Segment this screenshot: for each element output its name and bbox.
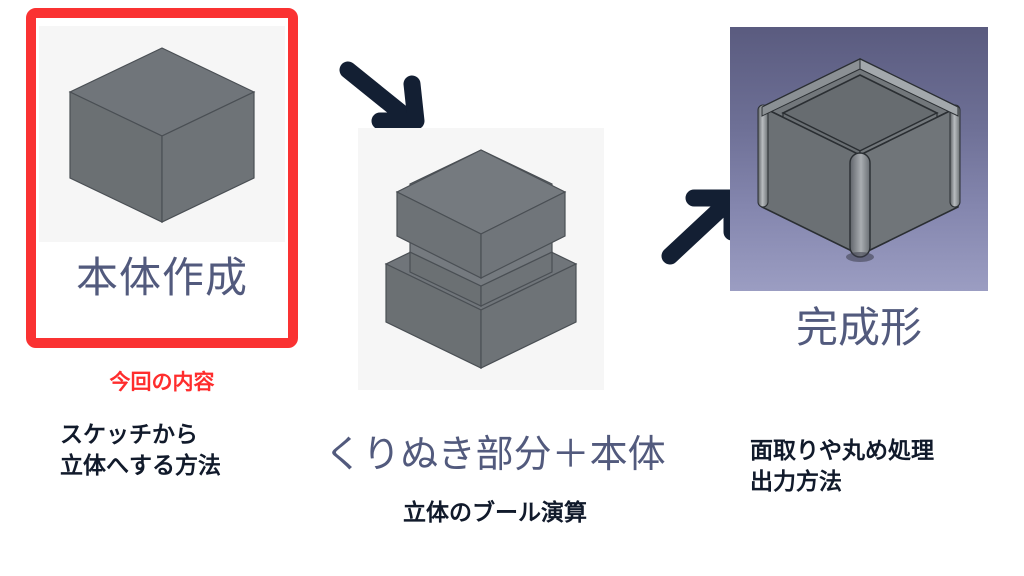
step-1-model-viewport (39, 26, 285, 242)
step-3-model-viewport (730, 27, 988, 291)
step-1-description: スケッチから 立体へする方法 (60, 422, 221, 479)
step-3-description: 面取りや丸め処理 出力方法 (750, 438, 934, 495)
cube-with-slab-icon (384, 149, 578, 369)
step-2-description: 立体のブール演算 (403, 500, 587, 526)
step-1-title: 本体作成 (75, 253, 248, 302)
step-2-title: くりぬき部分＋本体 (324, 432, 666, 476)
arrow-down-right-icon (339, 61, 425, 130)
step-1-badge: 今回の内容 (109, 370, 215, 394)
solid-cube-icon (68, 47, 256, 223)
step-3-title: 完成形 (795, 303, 922, 352)
hollow-filleted-box-icon (757, 58, 961, 262)
step-2-model-viewport (358, 128, 604, 390)
